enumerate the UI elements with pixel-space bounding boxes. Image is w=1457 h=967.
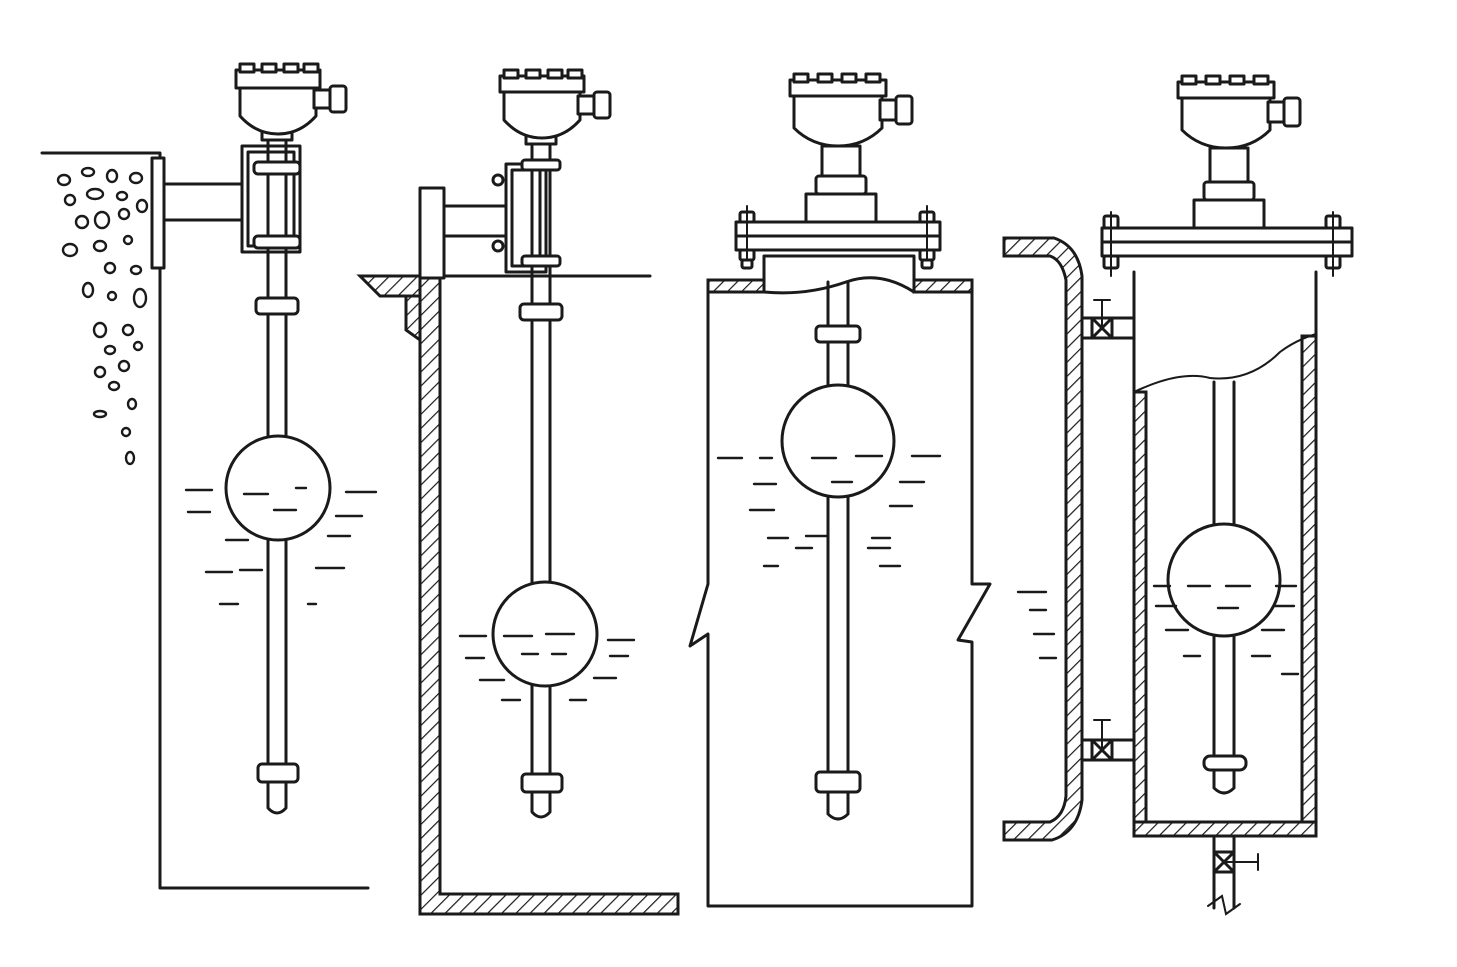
mounting-plate bbox=[150, 156, 166, 270]
chamber-wall-right bbox=[1300, 334, 1318, 824]
drain-valve bbox=[1207, 834, 1259, 916]
top-flange bbox=[734, 234, 942, 252]
tank-wall bbox=[40, 151, 370, 890]
float-ball bbox=[780, 383, 896, 499]
transmitter-head bbox=[1176, 74, 1302, 150]
top-flange bbox=[1100, 240, 1354, 258]
lower-stop-collar bbox=[256, 762, 300, 784]
tank-roof-right bbox=[912, 278, 974, 294]
panel-4-external-chamber bbox=[1002, 74, 1354, 916]
rod-end-tip bbox=[826, 790, 850, 821]
float-ball bbox=[1166, 522, 1282, 638]
chamber-wall-left bbox=[1132, 390, 1148, 824]
liquid-surface-marks bbox=[184, 486, 378, 606]
chamber-bottom bbox=[1132, 820, 1318, 838]
mounting-bracket-arm bbox=[158, 182, 244, 222]
tank-roof-left bbox=[706, 278, 766, 294]
rod-end-tip bbox=[266, 780, 288, 815]
flange-bolts bbox=[738, 205, 936, 270]
upper-stop-collar bbox=[814, 324, 862, 344]
liquid-surface-marks bbox=[458, 632, 636, 702]
adapter-fitting bbox=[804, 192, 878, 224]
rod-end-tip bbox=[1212, 768, 1236, 795]
hex-nut bbox=[1202, 180, 1256, 202]
rod-end-tip bbox=[530, 790, 552, 819]
transmitter-head bbox=[498, 68, 612, 146]
liquid-surface-marks bbox=[1152, 584, 1300, 676]
vessel-liquid-marks bbox=[1016, 590, 1058, 660]
upper-connection-valve bbox=[1080, 299, 1136, 340]
granular-solids bbox=[56, 166, 149, 466]
liquid-surface-marks bbox=[716, 454, 942, 568]
tank-body bbox=[688, 282, 992, 908]
lower-connection-valve bbox=[1080, 719, 1136, 762]
lower-stop-collar bbox=[814, 770, 862, 794]
flange-bolts bbox=[1102, 211, 1342, 277]
hex-nut bbox=[814, 174, 868, 196]
chamber-cutaway-edge bbox=[1133, 333, 1317, 393]
adapter-fitting bbox=[1192, 198, 1266, 230]
panel-3-top-flange-tank bbox=[688, 72, 992, 908]
upper-stop-collar bbox=[252, 160, 302, 176]
panel-2-pit-mount bbox=[356, 68, 680, 916]
float-ball bbox=[224, 434, 332, 542]
transmitter-head bbox=[788, 72, 914, 148]
transmitter-head bbox=[234, 62, 348, 142]
main-vessel-wall bbox=[1002, 236, 1084, 842]
panel-1-side-mount bbox=[40, 62, 378, 890]
upper-stop-collar bbox=[518, 302, 564, 322]
pit-rim bbox=[356, 274, 422, 298]
mounting-post bbox=[418, 186, 446, 280]
mounting-bracket-arm bbox=[442, 204, 508, 238]
tank-nozzle bbox=[762, 254, 916, 295]
lower-stop-collar bbox=[1202, 754, 1248, 772]
lower-stop-collar bbox=[520, 772, 564, 794]
